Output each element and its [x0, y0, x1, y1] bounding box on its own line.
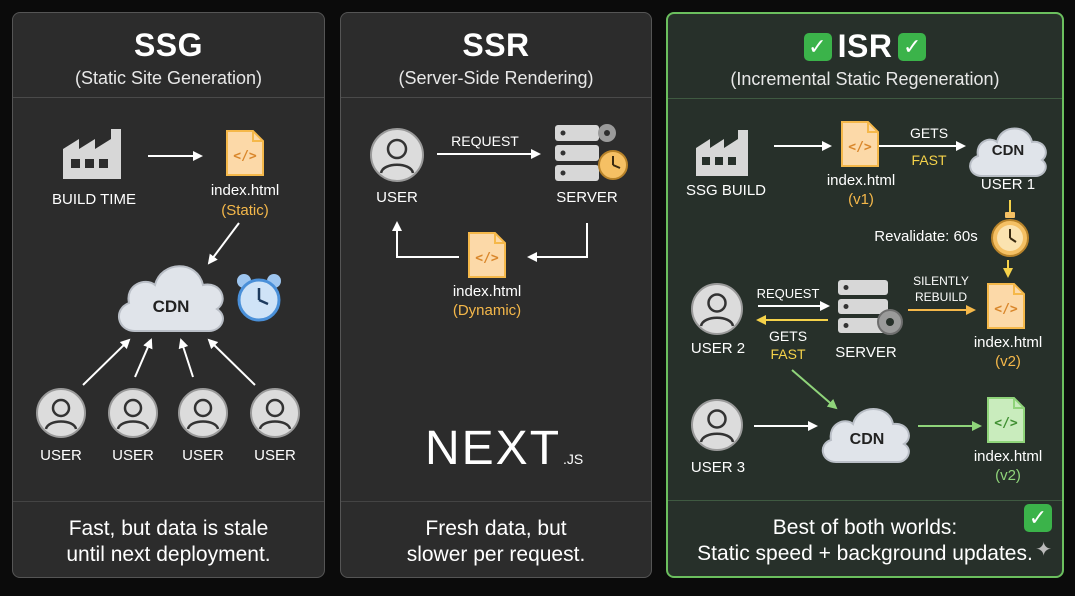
html-file-icon: </> — [468, 232, 506, 278]
ssg-file-label: index.html — [210, 182, 280, 199]
isr-diagram-arrows — [754, 141, 1013, 431]
ssg-user-label: USER — [182, 447, 224, 464]
nextjs-logo: NEXT.JS — [425, 421, 583, 476]
user-avatar-icon — [178, 388, 228, 438]
stopwatch-icon — [991, 212, 1029, 257]
user-avatar-icon — [691, 283, 743, 335]
isr-file-v2-label: index.html — [973, 334, 1043, 351]
isr-request-label: REQUEST — [756, 286, 820, 301]
ssr-user-label: USER — [376, 189, 418, 206]
check-icon: ✓ — [898, 33, 927, 61]
isr-gets2-label: GETS — [768, 328, 808, 344]
nextjs-logo-text: NEXT — [425, 422, 562, 475]
ssr-footer-line2: slower per request. — [406, 543, 586, 566]
isr-footer: Best of both worlds: Static speed + back… — [668, 500, 1062, 576]
isr-revalidate-label: Revalidate: 60s — [874, 228, 978, 245]
isr-panel: ✓ISR✓ (Incremental Static Regeneration) … — [666, 12, 1064, 578]
cdn-cloud-icon — [821, 408, 910, 463]
ssr-subtitle: (Server-Side Rendering) — [398, 68, 594, 88]
isr-header: ✓ISR✓ (Incremental Static Regeneration) — [668, 14, 1062, 98]
isr-fast-label: FAST — [911, 152, 947, 168]
isr-server-label: SERVER — [835, 344, 897, 361]
isr-build-label: SSG BUILD — [685, 182, 767, 199]
ssg-title: SSG — [133, 27, 204, 63]
html-file-icon-green: </> — [987, 397, 1025, 443]
isr-file-v2-tag: (v2) — [995, 353, 1021, 370]
ssg-panel: SSG (Static Site Generation) BUILD TIME … — [12, 12, 325, 578]
server-icon — [555, 124, 628, 181]
user-avatar-icon — [370, 128, 424, 182]
ssr-footer: Fresh data, but slower per request. — [341, 501, 651, 577]
ssg-diagram-arrows — [82, 151, 256, 386]
isr-cdn2-label: CDN — [849, 431, 885, 448]
ssr-panel: SSR (Server-Side Rendering) USER REQUEST… — [340, 12, 652, 578]
factory-icon — [696, 130, 748, 176]
isr-footer-line1: Best of both worlds: — [772, 516, 958, 539]
svg-text:</>: </> — [848, 140, 872, 155]
isr-file-v2b-tag: (v2) — [995, 467, 1021, 484]
isr-file-v1-label: index.html — [826, 172, 896, 189]
html-file-icon: </> — [987, 283, 1025, 329]
isr-title-row: ✓ISR✓ — [668, 28, 1062, 65]
isr-cdn-label: CDN — [991, 142, 1025, 159]
isr-footer-line2: Static speed + background updates. — [697, 542, 1033, 565]
ssr-file-label: index.html — [452, 283, 522, 300]
ssg-footer-line2: until next deployment. — [66, 543, 271, 566]
ssg-header: SSG (Static Site Generation) — [13, 13, 324, 97]
cdn-cloud-icon — [118, 265, 224, 332]
ssg-cdn-label: CDN — [152, 297, 190, 316]
html-file-icon: </> — [841, 121, 879, 167]
isr-gets-label: GETS — [909, 125, 949, 141]
svg-text:</>: </> — [475, 251, 499, 266]
user-avatar-icon — [36, 388, 86, 438]
user-avatar-icon — [250, 388, 300, 438]
ssr-divider — [341, 97, 651, 98]
svg-text:</>: </> — [233, 149, 257, 164]
isr-file-v1-tag: (v1) — [848, 191, 874, 208]
ssg-user-label: USER — [40, 447, 82, 464]
ssr-title: SSR — [462, 27, 530, 63]
ssg-divider — [13, 97, 324, 98]
check-icon: ✓ — [1024, 504, 1052, 532]
user-avatar-icon — [691, 399, 743, 451]
isr-silently-label: SILENTLY — [913, 274, 969, 288]
sparkle-icon: ✦ — [1035, 539, 1052, 561]
ssg-user-label: USER — [112, 447, 154, 464]
factory-icon — [63, 129, 121, 179]
ssg-footer: Fast, but data is stale until next deplo… — [13, 501, 324, 577]
isr-user2-label: USER 2 — [690, 340, 746, 357]
user-avatar-icon — [108, 388, 158, 438]
ssg-build-label: BUILD TIME — [52, 191, 136, 208]
ssg-subtitle: (Static Site Generation) — [74, 68, 263, 88]
ssr-footer-line1: Fresh data, but — [425, 517, 567, 540]
svg-text:</>: </> — [994, 416, 1018, 431]
ssr-server-label: SERVER — [556, 189, 618, 206]
ssg-file-tag: (Static) — [221, 202, 269, 219]
isr-user3-label: USER 3 — [690, 459, 746, 476]
ssr-file-tag: (Dynamic) — [452, 302, 522, 319]
isr-file-v2b-label: index.html — [973, 448, 1043, 465]
cdn-cloud-icon — [969, 127, 1047, 177]
html-file-icon: </> — [226, 130, 264, 176]
isr-subtitle: (Incremental Static Regeneration) — [730, 69, 1000, 89]
ssg-footer-line1: Fast, but data is stale — [68, 517, 269, 540]
alarm-clock-icon — [237, 274, 281, 322]
isr-rebuild-label: REBUILD — [914, 290, 968, 304]
check-icon: ✓ — [803, 33, 832, 61]
isr-user1-label: USER 1 — [980, 176, 1036, 193]
ssg-user-label: USER — [254, 447, 296, 464]
isr-fast2-label: FAST — [770, 346, 806, 362]
isr-title: ISR — [837, 28, 893, 64]
svg-text:</>: </> — [994, 302, 1018, 317]
nextjs-logo-suffix: .JS — [563, 451, 584, 467]
ssr-diagram-arrows — [392, 149, 588, 262]
server-icon — [838, 280, 903, 335]
ssr-request-label: REQUEST — [451, 133, 519, 149]
ssr-header: SSR (Server-Side Rendering) — [341, 13, 651, 97]
isr-divider — [668, 98, 1062, 99]
